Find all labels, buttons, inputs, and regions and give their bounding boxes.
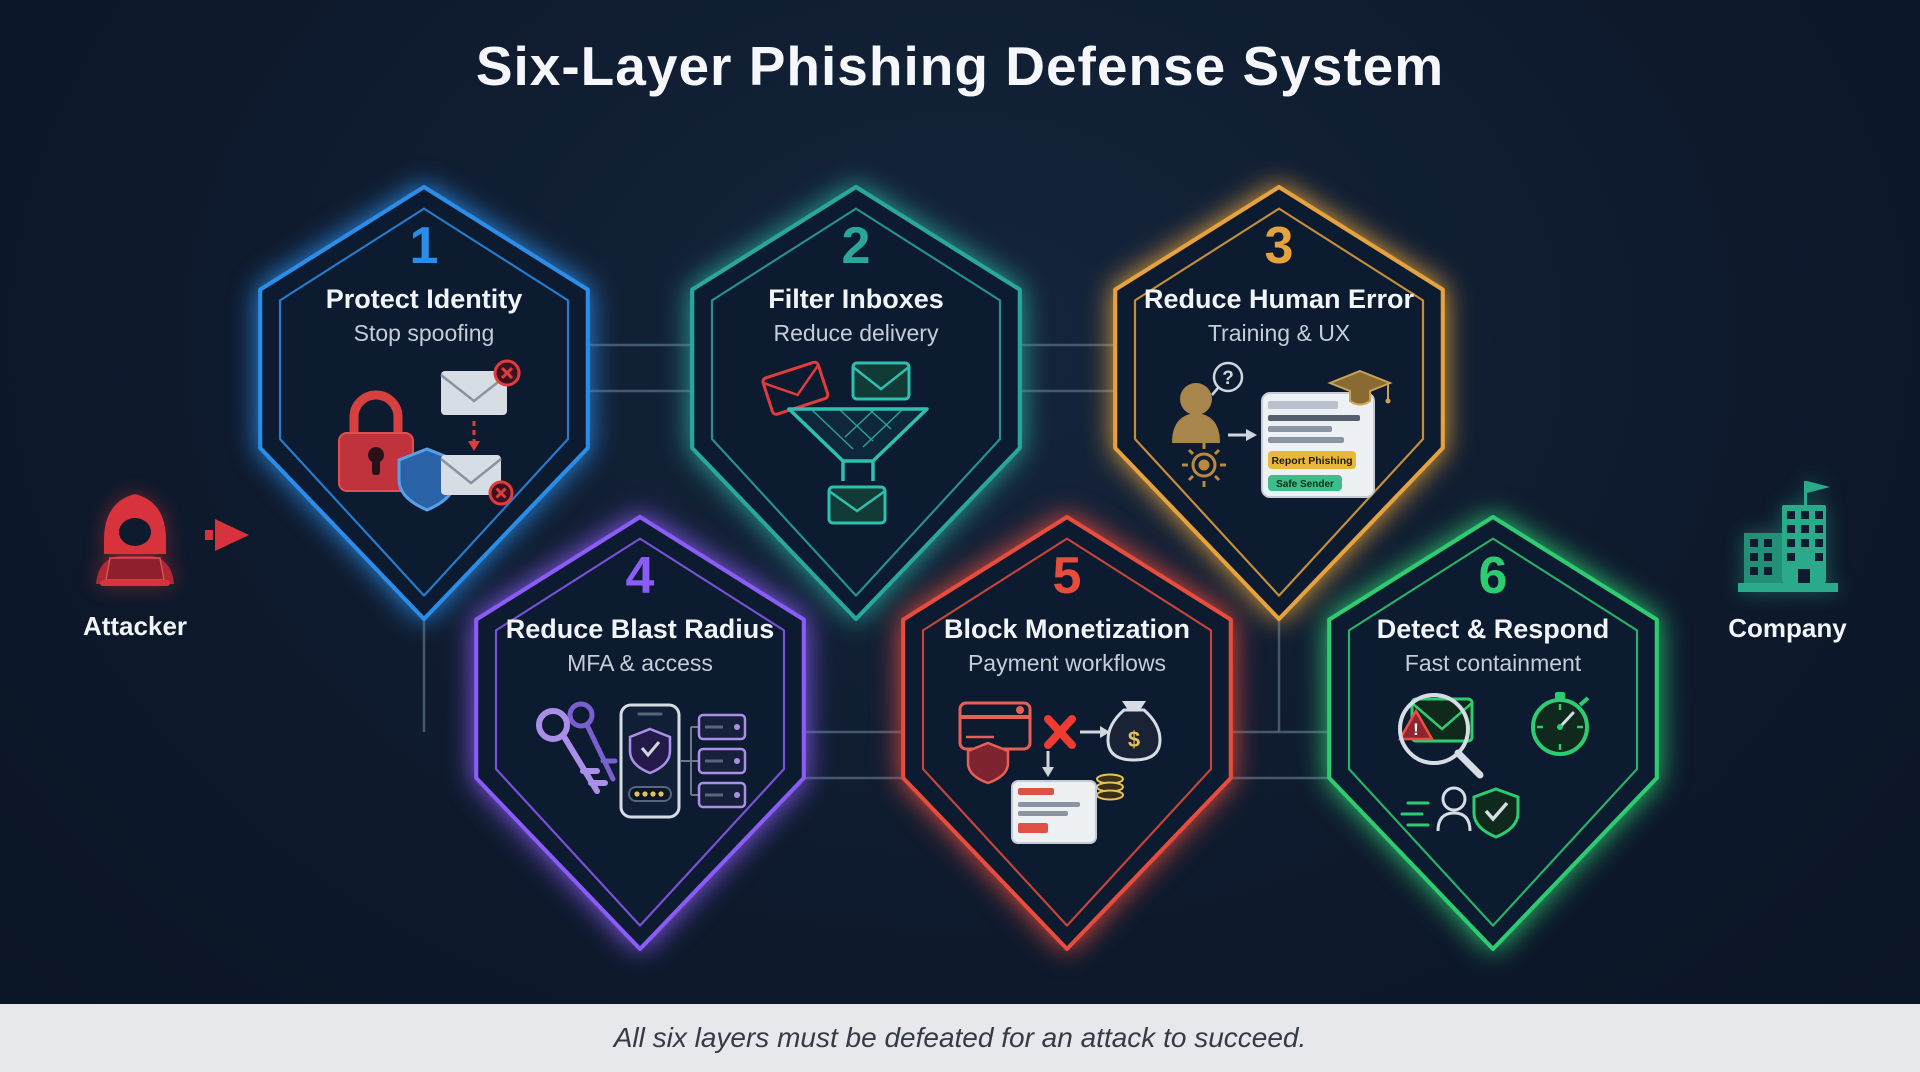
layer-subtitle: Stop spoofing (353, 320, 495, 346)
layer-icons (676, 357, 1036, 527)
svg-text:!: ! (1413, 720, 1419, 739)
page-title: Six-Layer Phishing Defense System (475, 35, 1445, 97)
access-bracket-lines (681, 726, 699, 796)
layer-number: 1 (409, 217, 439, 275)
layer-number: 6 (1478, 547, 1508, 605)
layer-subtitle: Fast containment (1404, 650, 1582, 676)
footer-text: All six layers must be defeated for an a… (613, 1022, 1307, 1053)
identity-icons (338, 359, 521, 512)
footer-bar: All six layers must be defeated for an a… (0, 1004, 1920, 1072)
layer-icons (244, 357, 604, 527)
layer-shield-5: 5 Block Monetization Payment workflows (887, 508, 1247, 958)
layer-shield-4: 4 Reduce Blast Radius MFA & access (460, 508, 820, 958)
layer-icons: $ (887, 687, 1247, 857)
layer-title: Protect Identity (325, 284, 523, 314)
user-icon (1172, 383, 1220, 443)
speed-lines-icon (1400, 801, 1430, 827)
attacker-label: Attacker (82, 611, 188, 641)
magnifier-icon (1398, 693, 1484, 779)
server-stack-icon (697, 713, 747, 809)
filter-icons (761, 360, 929, 525)
training-icons: ? (1172, 361, 1393, 498)
shield-outline (1327, 514, 1659, 952)
mfa-phone-icon (619, 703, 681, 819)
credit-card-icon (958, 701, 1032, 751)
layer-subtitle: Payment workflows (967, 650, 1167, 676)
layer-shield-1: 1 Protect Identity Stop spoofing (244, 178, 604, 628)
layer-icons: ! (1313, 687, 1673, 857)
company-label: Company (1728, 613, 1847, 643)
report-phishing-button-label: Report Phishing (1271, 455, 1352, 467)
delivered-email-icon (827, 485, 887, 525)
check-shield-icon (1472, 787, 1520, 839)
layer-title: Block Monetization (943, 614, 1190, 644)
safe-sender-button-label: Safe Sender (1276, 479, 1334, 490)
layer-subtitle: Reduce delivery (773, 320, 939, 346)
layer-icons: ? (1099, 357, 1459, 527)
spoof-arrow-icon (468, 421, 480, 451)
layer-subtitle: Training & UX (1207, 320, 1351, 346)
layer-number: 4 (625, 547, 655, 605)
email-icon (851, 361, 911, 401)
layer-title: Filter Inboxes (768, 284, 944, 314)
blocked-email-icon-2 (440, 455, 514, 506)
layer-title: Detect & Respond (1376, 614, 1610, 644)
attack-arrow-icon (205, 519, 249, 551)
keys-icon (536, 701, 618, 794)
money-bag-icon: $ (1106, 701, 1162, 762)
shield-icon (966, 741, 1010, 785)
layer-icons (460, 687, 820, 857)
company-building-icon (1738, 481, 1838, 592)
attacker-icon (96, 494, 174, 586)
shield-outline (258, 184, 590, 622)
layer-shield-2: 2 Filter Inboxes Reduce delivery (676, 178, 1036, 628)
layer-number: 2 (841, 217, 871, 275)
company: Company (1700, 475, 1875, 644)
layer-shield-6: 6 Detect & Respond Fast containment ! (1313, 508, 1673, 958)
filter-funnel-icon (787, 407, 929, 481)
coins-icon (1096, 773, 1124, 801)
layer-number: 3 (1264, 217, 1294, 275)
stopwatch-icon (1531, 692, 1590, 756)
responder-icon (1436, 786, 1472, 832)
payment-browser-icon (1011, 780, 1097, 844)
question-bubble-icon: ? (1211, 361, 1244, 396)
graduation-cap-icon (1327, 369, 1393, 406)
shield-outline (690, 184, 1022, 622)
layer-title: Reduce Human Error (1143, 284, 1415, 314)
detect-icons: ! (1397, 692, 1590, 839)
arrow-right-icon (1228, 429, 1257, 441)
layer-number: 5 (1052, 547, 1082, 605)
arrow-right-icon (1080, 726, 1110, 738)
blocked-email-icon (440, 359, 521, 415)
mfa-icons (536, 701, 747, 819)
blocked-x-icon (1044, 715, 1076, 749)
layer-title: Reduce Blast Radius (505, 614, 775, 644)
svg-text:$: $ (1128, 727, 1140, 752)
payment-icons: $ (958, 701, 1162, 844)
attacker: Attacker (50, 488, 220, 642)
spam-email-icon (761, 360, 830, 416)
layer-shield-3: 3 Reduce Human Error Training & UX ? (1099, 178, 1459, 628)
shield-outline (901, 514, 1233, 952)
training-browser-icon: Report Phishing Safe Sender (1261, 392, 1375, 498)
padlock-icon (338, 390, 414, 492)
gear-icon (1182, 443, 1226, 487)
arrow-down-icon (1042, 751, 1054, 777)
svg-text:?: ? (1222, 368, 1234, 389)
layer-subtitle: MFA & access (567, 650, 713, 676)
